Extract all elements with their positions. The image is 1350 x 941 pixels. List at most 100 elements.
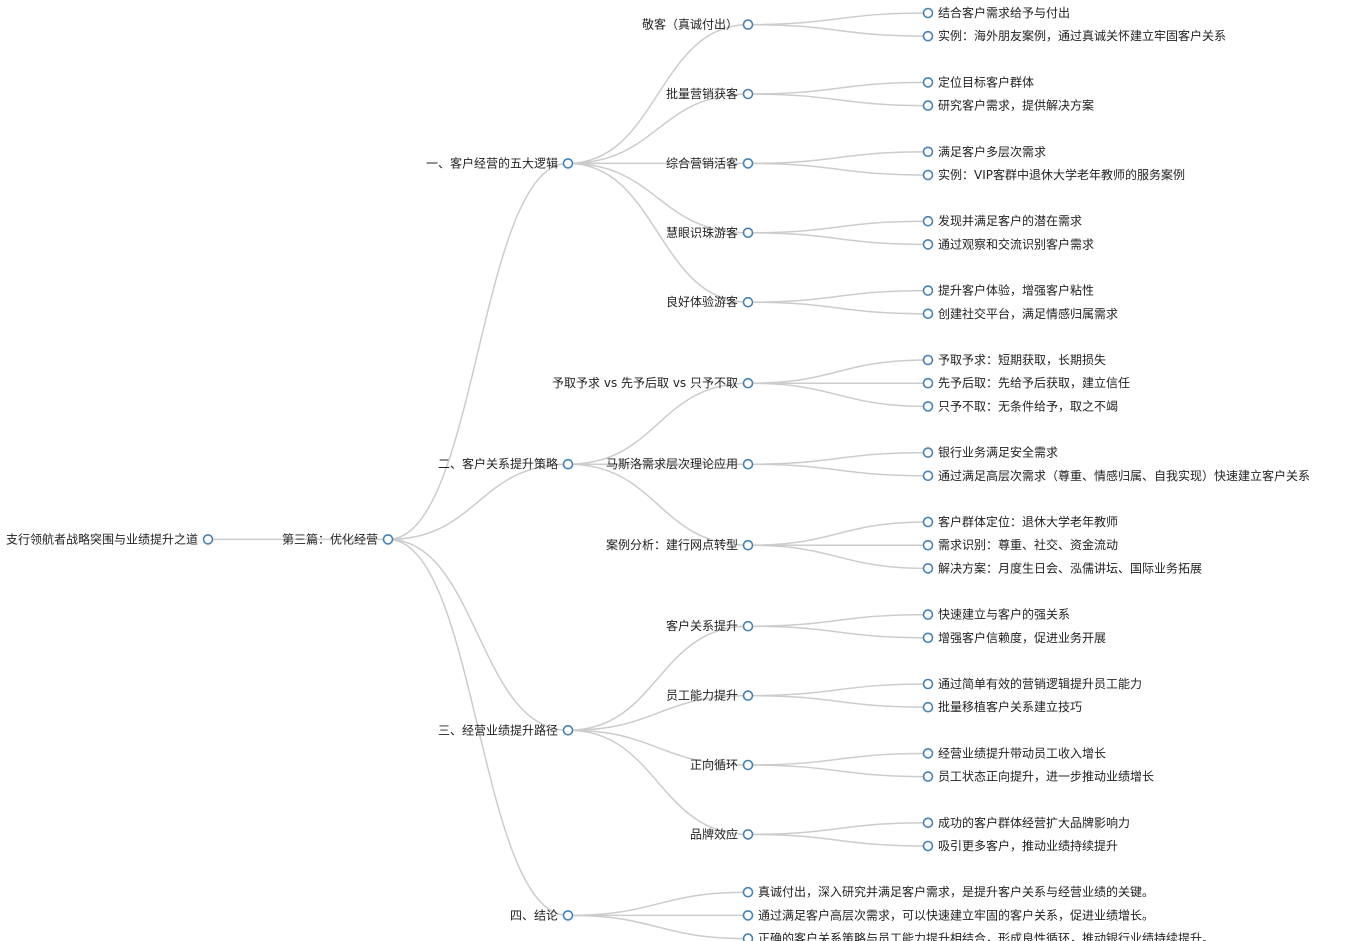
tree-node[interactable]: 通过简单有效的营销逻辑提升员工能力	[922, 676, 1143, 691]
tree-link	[747, 12, 929, 26]
tree-node[interactable]: 四、结论	[510, 908, 574, 922]
node-toggle-circle[interactable]	[922, 563, 934, 574]
tree-node[interactable]: 先予后取：先给予后获取，建立信任	[922, 375, 1131, 390]
tree-node[interactable]: 支行领航者战略突围与业绩提升之道	[6, 531, 214, 546]
node-toggle-circle[interactable]	[742, 296, 754, 308]
node-toggle-circle[interactable]	[922, 447, 934, 458]
tree-node[interactable]: 通过观察和交流识别客户需求	[922, 236, 1095, 251]
tree-node[interactable]: 通过满足高层次需求（尊重、情感归属、自我实现）快速建立客户关系	[922, 468, 1311, 483]
node-toggle-circle[interactable]	[922, 678, 934, 690]
node-toggle-circle[interactable]	[922, 401, 934, 412]
node-toggle-circle[interactable]	[562, 458, 574, 470]
node-toggle-circle[interactable]	[202, 534, 214, 545]
tree-node[interactable]: 良好体验游客	[666, 294, 754, 309]
node-toggle-circle[interactable]	[922, 215, 934, 227]
tree-node[interactable]: 品牌效应	[690, 826, 754, 841]
tree-node[interactable]: 结合客户需求给予与付出	[922, 5, 1071, 20]
tree-node[interactable]: 正向循环	[690, 757, 754, 772]
node-toggle-circle[interactable]	[922, 840, 934, 852]
node-toggle-circle[interactable]	[562, 724, 574, 736]
tree-node[interactable]: 定位目标客户群体	[922, 74, 1035, 89]
tree-node[interactable]: 通过满足客户高层次需求，可以快速建立牢固的客户关系，促进业绩增长。	[742, 907, 1155, 922]
node-toggle-circle[interactable]	[742, 539, 754, 551]
tree-node[interactable]: 予取予求：短期获取，长期损失	[922, 352, 1107, 367]
tree-node[interactable]: 真诚付出，深入研究并满足客户需求，是提升客户关系与经营业绩的关键。	[742, 884, 1155, 899]
node-toggle-circle[interactable]	[922, 169, 934, 181]
tree-node[interactable]: 一、客户经营的五大逻辑	[426, 155, 574, 170]
node-label: 批量营销获客	[666, 86, 738, 101]
node-toggle-circle[interactable]	[562, 910, 574, 921]
node-toggle-circle[interactable]	[922, 377, 934, 389]
node-toggle-circle[interactable]	[742, 910, 754, 921]
node-toggle-circle[interactable]	[922, 609, 934, 620]
node-toggle-circle[interactable]	[922, 701, 934, 713]
tree-node[interactable]: 快速建立与客户的强关系	[922, 607, 1071, 622]
tree-node[interactable]: 只予不取：无条件给予，取之不竭	[922, 399, 1119, 413]
tree-node[interactable]: 予取予求 vs 先予后取 vs 只予不取	[552, 376, 754, 390]
tree-node[interactable]: 成功的客户群体经营扩大品牌影响力	[922, 815, 1131, 830]
tree-node[interactable]: 敬客（真诚付出）	[642, 17, 754, 32]
node-toggle-circle[interactable]	[562, 158, 574, 169]
node-toggle-circle[interactable]	[742, 19, 754, 30]
tree-node[interactable]: 批量移植客户关系建立技巧	[922, 699, 1083, 714]
node-toggle-circle[interactable]	[922, 354, 934, 366]
tree-node[interactable]: 经营业绩提升带动员工收入增长	[922, 745, 1107, 760]
node-toggle-circle[interactable]	[742, 829, 754, 840]
tree-node[interactable]: 提升客户体验，增强客户粘性	[922, 283, 1095, 298]
tree-node[interactable]: 需求识别：尊重、社交、资金流动	[922, 537, 1119, 552]
tree-node[interactable]: 二、客户关系提升策略	[438, 456, 574, 471]
tree-node[interactable]: 综合营销活客	[666, 155, 754, 170]
node-toggle-circle[interactable]	[382, 534, 394, 545]
node-toggle-circle[interactable]	[922, 146, 934, 158]
node-toggle-circle[interactable]	[922, 539, 934, 551]
node-label: 案例分析：建行网点转型	[606, 537, 738, 552]
tree-node[interactable]: 创建社交平台，满足情感归属需求	[922, 306, 1119, 321]
tree-node[interactable]: 发现并满足客户的潜在需求	[922, 213, 1083, 228]
tree-node[interactable]: 客户关系提升	[666, 618, 754, 633]
tree-node[interactable]: 银行业务满足安全需求	[922, 445, 1059, 460]
node-toggle-circle[interactable]	[922, 308, 934, 320]
node-toggle-circle[interactable]	[922, 77, 934, 88]
node-toggle-circle[interactable]	[742, 227, 754, 239]
tree-node[interactable]: 正确的客户关系策略与员工能力提升相结合，形成良性循环，推动银行业绩持续提升。	[742, 931, 1215, 941]
tree-node[interactable]: 满足客户多层次需求	[922, 144, 1047, 159]
tree-link	[567, 463, 749, 546]
node-toggle-circle[interactable]	[922, 771, 934, 782]
tree-node[interactable]: 马斯洛需求层次理论应用	[606, 456, 754, 471]
node-toggle-circle[interactable]	[742, 88, 754, 100]
node-toggle-circle[interactable]	[922, 100, 934, 111]
tree-node[interactable]: 第三篇：优化经营	[282, 531, 394, 546]
tree-node[interactable]: 增强客户信赖度，促进业务开展	[922, 630, 1107, 645]
tree-node[interactable]: 吸引更多客户，推动业绩持续提升	[922, 838, 1119, 853]
tree-node[interactable]: 三、经营业绩提升路径	[438, 722, 574, 737]
node-toggle-circle[interactable]	[742, 458, 754, 470]
tree-node[interactable]: 实例：VIP客群中退休大学老年教师的服务案例	[922, 167, 1186, 182]
node-toggle-circle[interactable]	[742, 377, 754, 389]
node-toggle-circle[interactable]	[922, 817, 934, 829]
tree-node[interactable]: 实例：海外朋友案例，通过真诚关怀建立牢固客户关系	[922, 28, 1227, 43]
node-toggle-circle[interactable]	[742, 933, 754, 941]
node-toggle-circle[interactable]	[742, 158, 754, 169]
tree-node[interactable]: 批量营销获客	[666, 86, 754, 101]
node-toggle-circle[interactable]	[922, 285, 934, 296]
tree-node[interactable]: 案例分析：建行网点转型	[606, 537, 754, 552]
node-toggle-circle[interactable]	[742, 620, 754, 632]
node-toggle-circle[interactable]	[742, 759, 754, 771]
node-toggle-circle[interactable]	[742, 690, 754, 701]
node-toggle-circle[interactable]	[922, 30, 934, 42]
node-label: 二、客户关系提升策略	[438, 456, 558, 471]
tree-node[interactable]: 慧眼识珠游客	[666, 225, 754, 240]
node-toggle-circle[interactable]	[922, 470, 934, 482]
tree-node[interactable]: 解决方案：月度生日会、泓儒讲坛、国际业务拓展	[922, 560, 1203, 575]
node-toggle-circle[interactable]	[922, 632, 934, 644]
tree-node[interactable]: 研究客户需求，提供解决方案	[922, 98, 1095, 113]
node-toggle-circle[interactable]	[922, 516, 934, 528]
node-toggle-circle[interactable]	[922, 7, 934, 19]
mindmap-links	[207, 12, 929, 940]
tree-node[interactable]: 员工能力提升	[666, 688, 754, 703]
node-toggle-circle[interactable]	[742, 886, 754, 898]
tree-node[interactable]: 员工状态正向提升，进一步推动业绩增长	[922, 769, 1155, 784]
node-toggle-circle[interactable]	[922, 239, 934, 250]
tree-node[interactable]: 客户群体定位：退休大学老年教师	[922, 514, 1119, 529]
node-toggle-circle[interactable]	[922, 748, 934, 759]
